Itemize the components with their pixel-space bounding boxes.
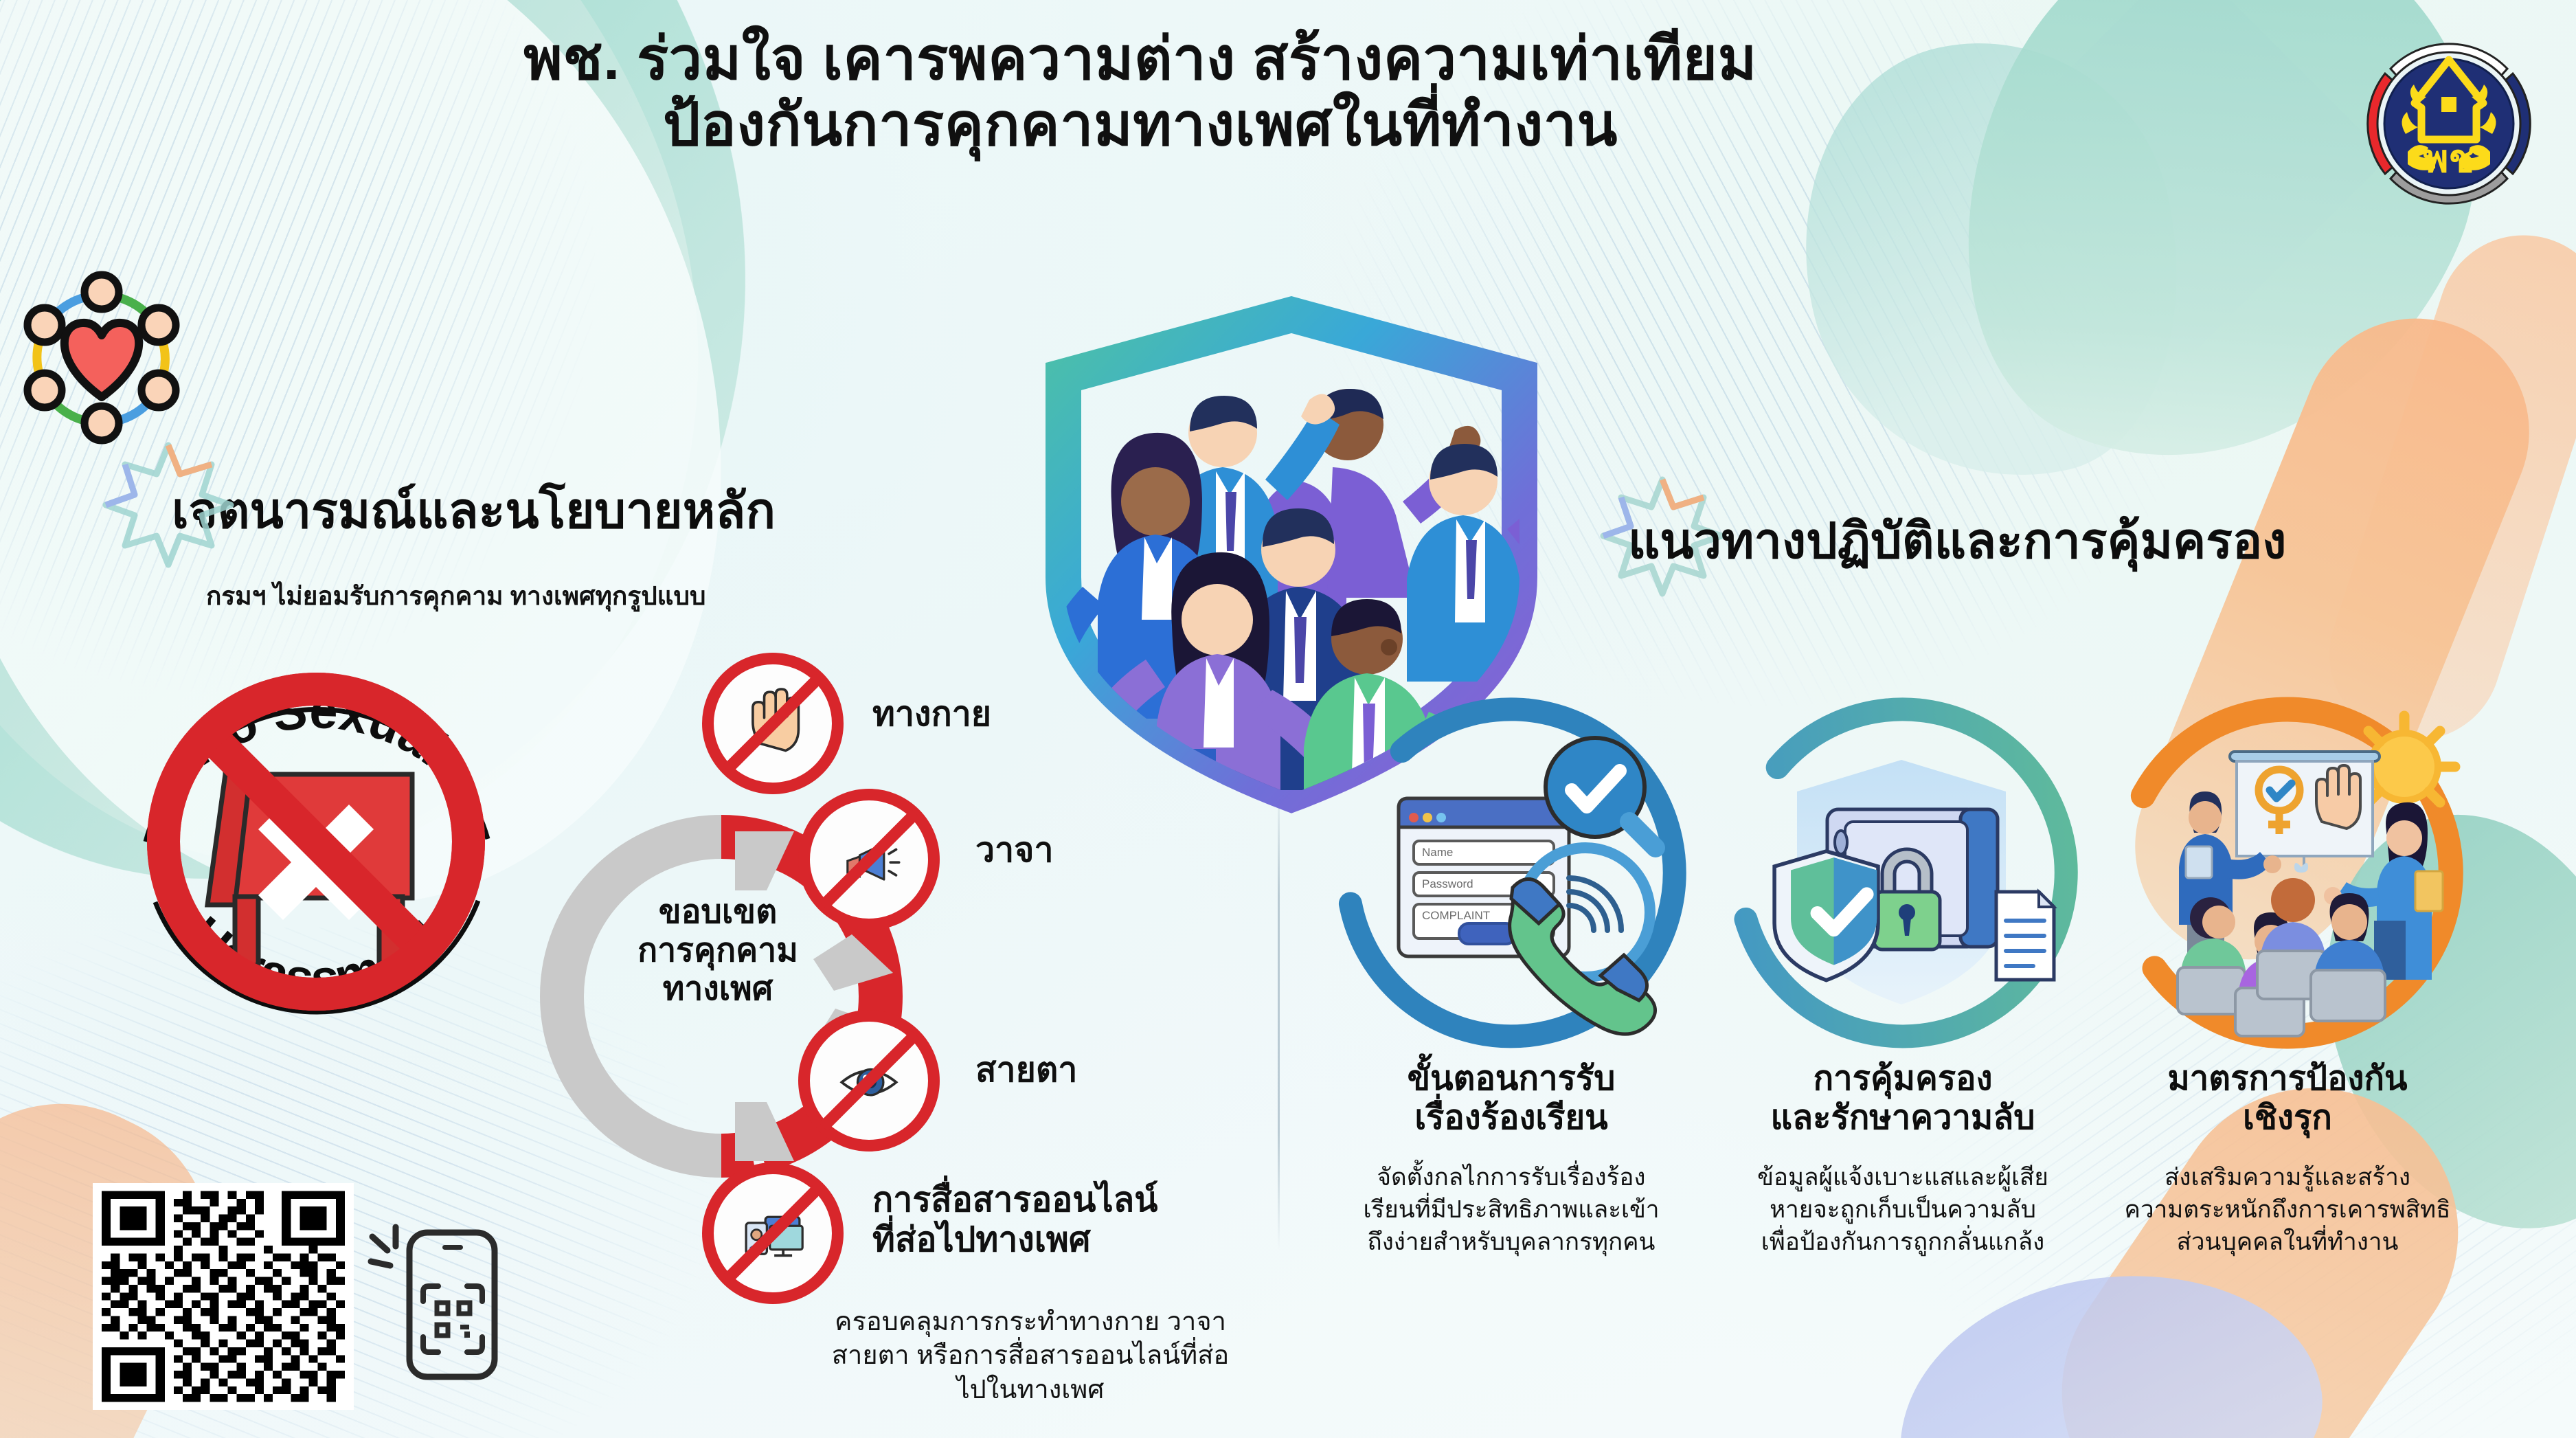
no-harassment-sign-icon (137, 663, 495, 1020)
page-title: พช. ร่วมใจ เคารพความต่าง สร้างความเท่าเท… (261, 26, 2020, 159)
panel-2-title-line-1: การคุ้มครอง (1813, 1060, 1993, 1097)
panel-3-title-line-1: มาตรการป้องกัน (2167, 1060, 2408, 1097)
title-line-1: พช. ร่วมใจ เคารพความต่าง สร้างความเท่าเท… (523, 26, 1757, 92)
background-orange-brush-2 (2307, 212, 2576, 763)
qr-code[interactable] (93, 1183, 354, 1410)
panel-3-desc-line-2: ความตระหนักถึงการเคารพสิทธิ (2124, 1195, 2451, 1223)
item-label-online: การสื่อสารออนไลน์ ที่ส่อไปทางเพศ (872, 1180, 1257, 1259)
note-line-3: ไปในทางเพศ (956, 1375, 1105, 1404)
title-line-2: ป้องกันการคุกคามทางเพศในที่ทำงาน (663, 92, 1618, 159)
note-line-1: ครอบคลุมการกระทำทางกาย วาจา (835, 1307, 1226, 1336)
panel-1-title-line-2: เรื่องร้องเรียน (1414, 1099, 1608, 1136)
panel-2-desc-line-3: เพื่อป้องกันการถูกกลั่นแกล้ง (1761, 1228, 2045, 1256)
logo-thai-text: พช (2424, 137, 2475, 180)
right-section-heading: แนวทางปฏิบัติและการคุ้มครอง (1628, 514, 2287, 569)
hand-icon (702, 653, 844, 794)
unity-heart-icon (12, 268, 191, 447)
note-line-2: สายตา หรือการสื่อสารออนไลน์ที่ส่อ (831, 1341, 1230, 1371)
left-section-note: ครอบคลุมการกระทำทางกาย วาจา สายตา หรือกา… (783, 1305, 1278, 1407)
complaint-form-icon: Name Password COMPLAINT (1333, 694, 1690, 1051)
training-session-icon (2109, 694, 2466, 1051)
panel-3-description: ส่งเสริมความรู้และสร้าง ความตระหนักถึงกา… (2081, 1161, 2494, 1259)
panel-2-title-line-2: และรักษาความลับ (1770, 1099, 2035, 1136)
item-label-physical: ทางกาย (872, 695, 992, 733)
form-field-password: Password (1422, 877, 1473, 890)
panel-1-desc-line-1: จัดตั้งกลไกการรับเรื่องร้อง (1377, 1163, 1646, 1191)
form-field-name: Name (1422, 846, 1453, 859)
donut-center-line-2: การคุกคาม (637, 932, 798, 969)
panel-proactive-measures: มาตรการป้องกัน เชิงรุก ส่งเสริมความรู้แล… (2081, 694, 2494, 1258)
donut-center-line-1: ขอบเขต (658, 894, 778, 930)
background-diamond-shape (1980, 0, 2388, 362)
donut-center-line-3: ทางเพศ (662, 971, 773, 1008)
panel-1-title-line-1: ขั้นตอนการรับ (1407, 1060, 1616, 1097)
megaphone-icon (798, 789, 940, 930)
panel-1-desc-line-2: เรียนที่มีประสิทธิภาพและเข้า (1363, 1195, 1660, 1223)
panel-1-description: จัดตั้งกลไกการรับเรื่องร้อง เรียนที่มีปร… (1305, 1161, 1717, 1259)
panel-2-title: การคุ้มครอง และรักษาความลับ (1697, 1059, 2109, 1138)
eye-icon (798, 1010, 940, 1151)
panel-1-desc-line-3: ถึงง่ายสำหรับบุคลากรทุกคน (1367, 1228, 1656, 1256)
panel-3-desc-line-3: ส่วนบุคคลในที่ทำงาน (2176, 1228, 2399, 1256)
panel-2-desc-line-2: หายจะถูกเก็บเป็นความลับ (1770, 1195, 2036, 1223)
donut-center-label: ขอบเขต การคุกคาม ทางเพศ (556, 893, 879, 1009)
panel-3-title: มาตรการป้องกัน เชิงรุก (2081, 1059, 2494, 1138)
panel-2-desc-line-1: ข้อมูลผู้แจ้งเบาะแสและผู้เสีย (1757, 1163, 2048, 1191)
left-section-heading: เจตนารมณ์และนโยบายหลัก (172, 484, 776, 539)
left-section-subheading: กรมฯ ไม่ยอมรับการคุกคาม ทางเพศทุกรูปแบบ (206, 582, 706, 610)
panel-3-desc-line-1: ส่งเสริมความรู้และสร้าง (2165, 1163, 2410, 1191)
panel-complaint-process: Name Password COMPLAINT (1305, 694, 1717, 1258)
panel-confidentiality: การคุ้มครอง และรักษาความลับ ข้อมูลผู้แจ้… (1697, 694, 2109, 1258)
panel-1-title: ขั้นตอนการรับ เรื่องร้องเรียน (1305, 1059, 1717, 1138)
item-label-visual: สายตา (975, 1051, 1078, 1089)
device-icon (702, 1162, 844, 1304)
phone-scan-icon (368, 1224, 501, 1382)
panel-2-description: ข้อมูลผู้แจ้งเบาะแสและผู้เสีย หายจะถูกเก… (1697, 1161, 2109, 1259)
form-field-complaint: COMPLAINT (1422, 909, 1490, 922)
item-label-online-text: การสื่อสารออนไลน์ ที่ส่อไปทางเพศ (872, 1180, 1158, 1259)
teamwork-shield-illustration (1010, 295, 1573, 818)
section-divider (1278, 776, 1280, 1250)
background-lilac-blob (1879, 1249, 2338, 1438)
panel-3-title-line-2: เชิงรุก (2243, 1099, 2332, 1136)
department-logo: พช (2342, 17, 2555, 230)
lock-shield-icon (1724, 694, 2081, 1051)
item-label-verbal: วาจา (975, 831, 1054, 869)
